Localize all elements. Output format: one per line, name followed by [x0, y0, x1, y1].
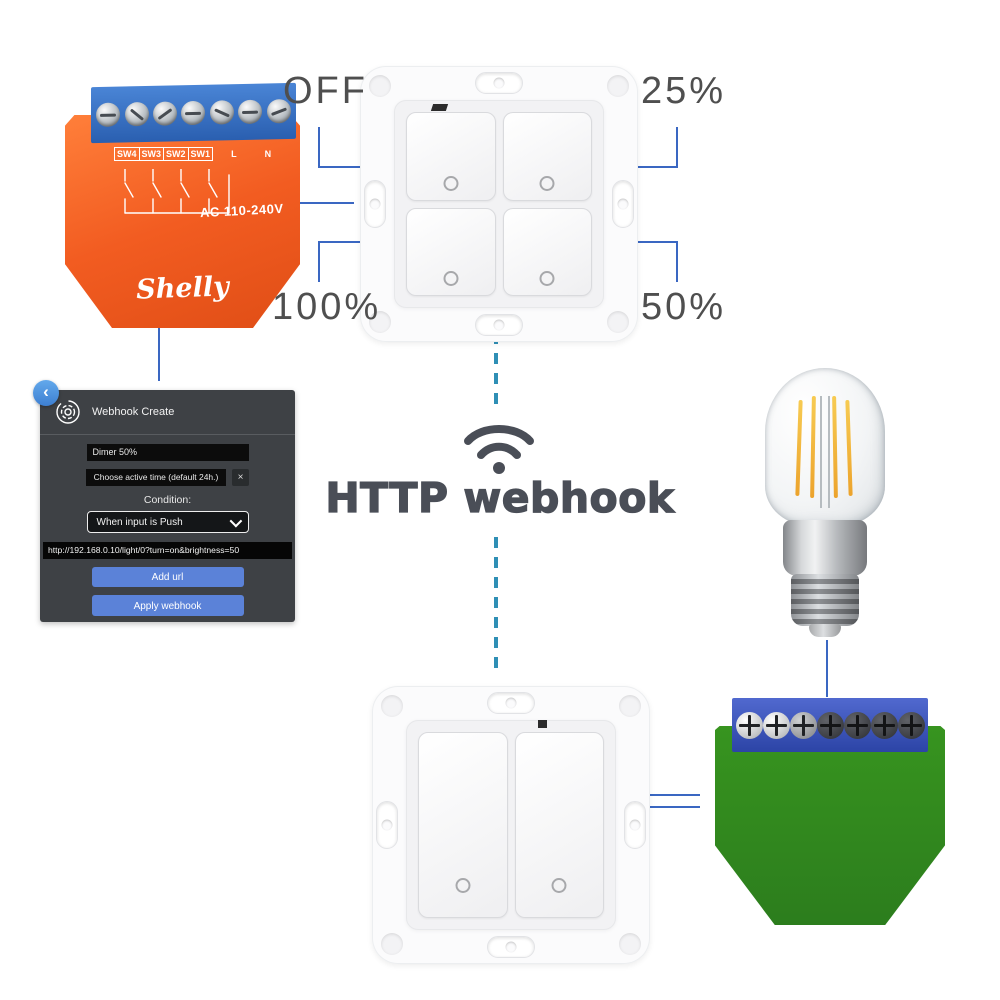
plate-corner: [369, 311, 391, 333]
terminal-screw-icon: [209, 100, 234, 125]
mounting-slot: [475, 72, 523, 94]
button-indicator-icon: [551, 878, 567, 893]
plate-corner: [607, 311, 629, 333]
mounting-slot: [624, 801, 646, 849]
mounting-slot: [487, 936, 535, 958]
terminal-block: [91, 82, 296, 144]
terminal-screw-icon: [181, 100, 206, 126]
dialog-header: Webhook Create: [40, 390, 295, 435]
four-button-wall-switch: [360, 66, 638, 342]
dialog-title: Webhook Create: [92, 406, 175, 418]
label-50: 50%: [641, 286, 727, 328]
connector-line: [676, 241, 678, 282]
button-indicator-icon: [443, 271, 459, 286]
switch-button-100: [406, 207, 496, 296]
webhook-name-input[interactable]: Dimer 50%: [86, 444, 249, 461]
button-indicator-icon: [539, 271, 555, 286]
connector-line: [318, 127, 320, 168]
label-off: OFF: [283, 70, 368, 112]
switch-button-left: [418, 732, 508, 918]
module-body: [715, 726, 945, 925]
light-bulb: [765, 368, 885, 640]
connector-line: [158, 324, 160, 381]
terminal-screw-icon: [898, 711, 925, 739]
two-button-wall-switch: [372, 686, 650, 964]
back-button[interactable]: ‹: [33, 380, 59, 406]
bulb-screw-base: [791, 574, 859, 626]
relay-body: [65, 115, 300, 328]
plate-corner: [381, 933, 403, 955]
chevron-down-icon: [229, 514, 242, 527]
plate-corner: [619, 933, 641, 955]
connector-line: [826, 640, 828, 697]
gear-icon: [56, 400, 80, 424]
clear-time-button[interactable]: ×: [232, 469, 249, 486]
connector-line: [318, 241, 320, 282]
terminal-label: SW2: [163, 147, 189, 161]
bulb-glass: [765, 368, 885, 526]
condition-label: Condition:: [143, 494, 192, 506]
button-indicator-icon: [443, 175, 459, 191]
dashed-link-line: [494, 537, 498, 677]
terminal-screw-icon: [790, 711, 817, 739]
mounting-slot: [612, 180, 634, 228]
http-webhook-caption: HTTP webhook: [325, 473, 675, 522]
active-time-row: Choose active time (default 24h.) ×: [40, 469, 295, 486]
terminal-label: SW1: [187, 147, 214, 161]
label-100: 100%: [272, 286, 382, 328]
terminal-label: L: [231, 149, 237, 159]
switch-wiring-diagram: [124, 169, 230, 214]
switch-button-50: [502, 207, 592, 296]
plate-corner: [381, 695, 403, 717]
webhook-url-input[interactable]: http://192.168.0.10/light/0?turn=on&brig…: [43, 542, 292, 559]
terminal-screw-icon: [871, 711, 898, 739]
terminal-screw-icon: [238, 99, 263, 125]
plate-corner: [369, 75, 391, 97]
connector-line: [676, 127, 678, 168]
wifi-icon: [464, 425, 534, 474]
switch-button-right: [514, 732, 604, 918]
terminal-screw-icon: [124, 101, 149, 127]
bulb-stem: [828, 396, 830, 508]
bulb-collar: [783, 520, 867, 576]
switch-buttons: [406, 112, 592, 296]
terminal-screw-icon: [763, 711, 790, 739]
terminal-screw-icon: [153, 101, 178, 126]
terminal-block: [732, 698, 928, 752]
terminal-screw-icon: [736, 711, 763, 739]
bulb-stem: [820, 396, 822, 508]
terminal-label: SW3: [138, 147, 165, 161]
button-indicator-icon: [455, 878, 471, 893]
label-25: 25%: [641, 70, 727, 112]
dashed-link-line: [494, 333, 498, 413]
add-url-button[interactable]: Add url: [91, 567, 244, 587]
mounting-slot: [376, 801, 398, 849]
frame-mark: [538, 720, 547, 728]
connector-line: [280, 202, 354, 204]
apply-webhook-button[interactable]: Apply webhook: [91, 595, 244, 616]
mounting-slot: [475, 314, 523, 336]
frame-mark: [430, 104, 449, 111]
active-time-input[interactable]: Choose active time (default 24h.): [86, 469, 226, 486]
shelly-relay-module: SW4 SW3 SW2 SW1 L N AC 110-240V Shelly: [65, 82, 300, 328]
terminal-screw-icon: [96, 102, 121, 128]
switch-button-off: [406, 112, 496, 201]
terminal-screw-icon: [844, 711, 871, 739]
mounting-slot: [364, 180, 386, 228]
webhook-create-dialog: ‹ Webhook Create Dimer 50% Choose active…: [33, 380, 295, 622]
green-dimmer-module: [715, 698, 945, 925]
condition-select-value: When input is Push: [96, 516, 183, 528]
button-indicator-icon: [539, 175, 555, 191]
plate-corner: [619, 695, 641, 717]
switch-buttons: [418, 732, 604, 918]
bulb-contact-tip: [809, 624, 841, 637]
plate-corner: [607, 75, 629, 97]
mounting-slot: [487, 692, 535, 714]
switch-button-25: [502, 112, 592, 201]
terminal-labels: SW4 SW3 SW2 SW1 L N: [114, 147, 272, 161]
terminal-label: SW4: [114, 147, 140, 161]
terminal-label: N: [264, 149, 272, 159]
terminal-screw-icon: [817, 711, 844, 739]
condition-select[interactable]: When input is Push: [86, 511, 249, 533]
